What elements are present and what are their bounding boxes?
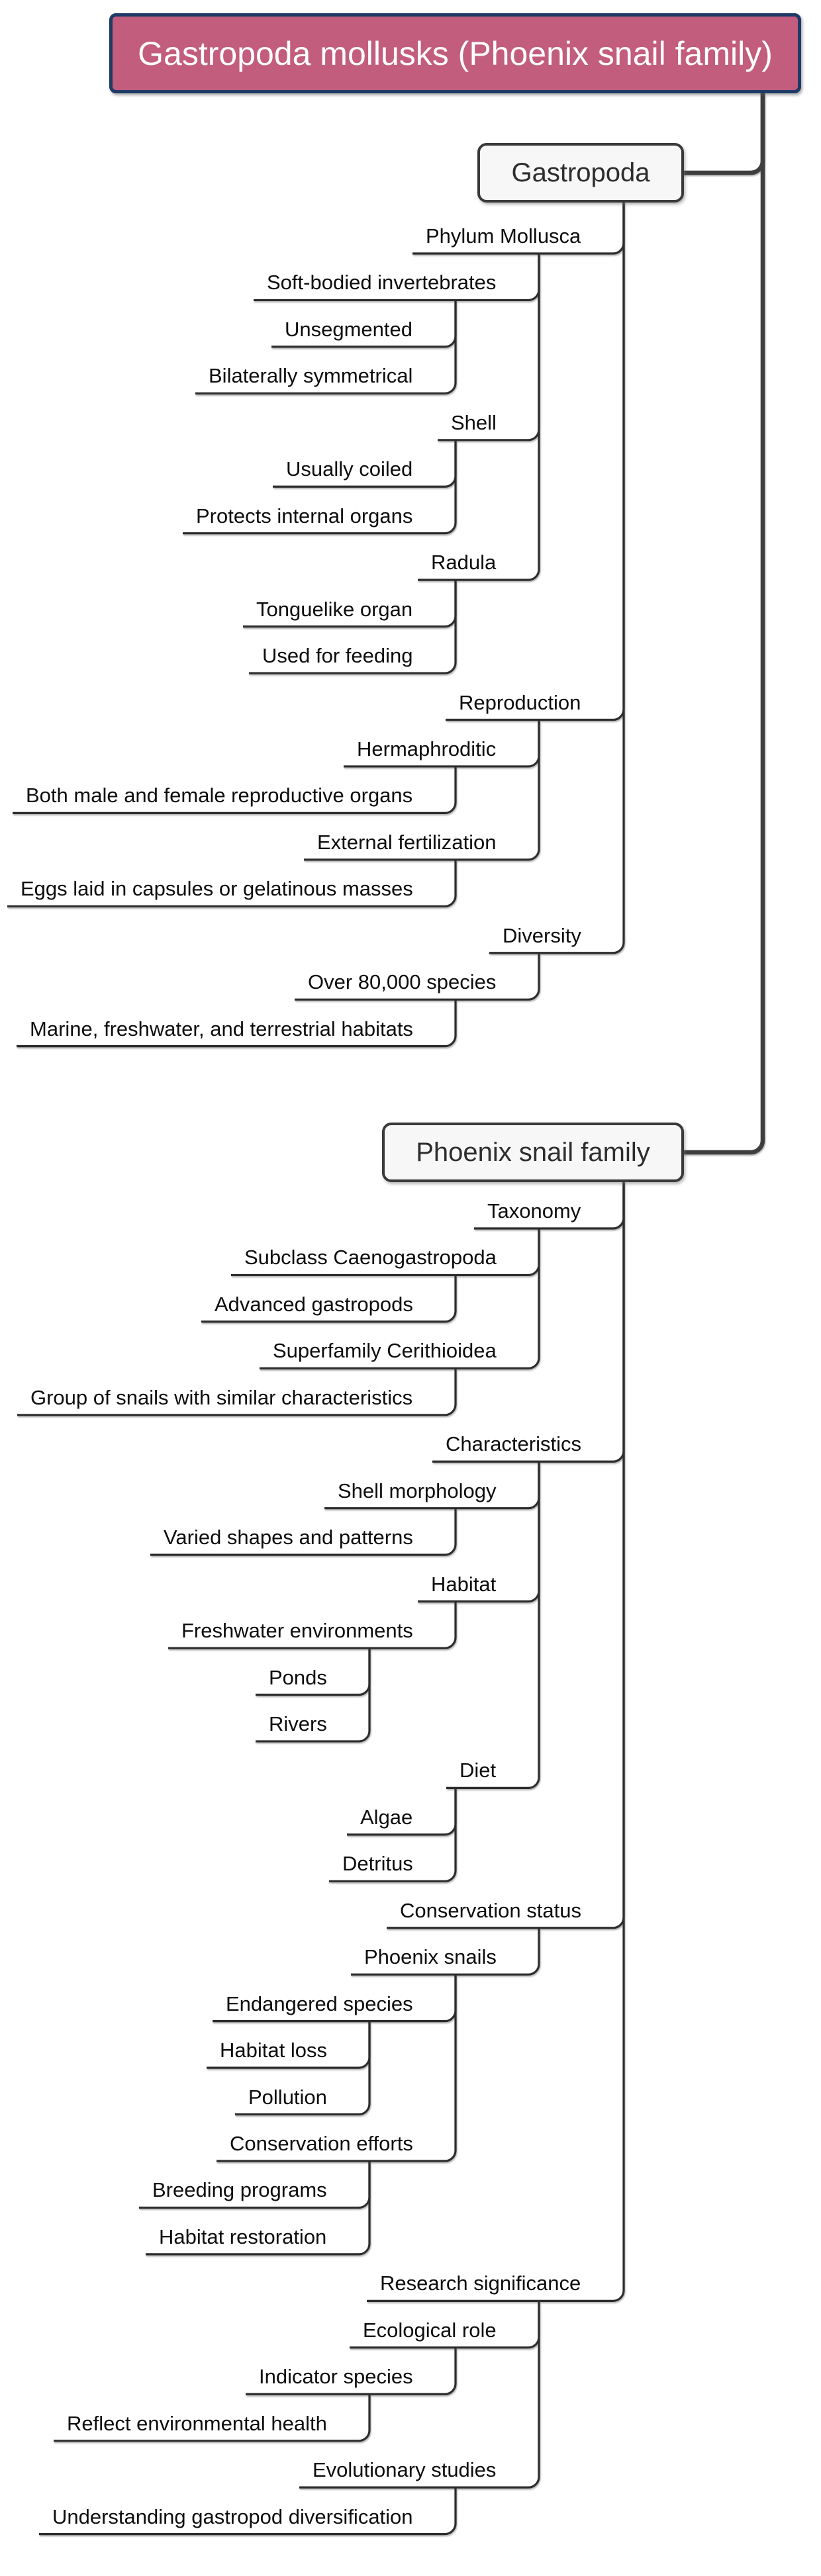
node-ponds[interactable]: Ponds xyxy=(269,1665,327,1689)
node-habitat-loss[interactable]: Habitat loss xyxy=(220,2039,327,2062)
node-algae[interactable]: Algae xyxy=(360,1805,413,1829)
node-root[interactable]: Gastropoda mollusks (Phoenix snail famil… xyxy=(109,13,801,93)
node-diversity[interactable]: Diversity xyxy=(503,923,581,947)
node-marine-freshwater-and-terrestrial-habitats[interactable]: Marine, freshwater, and terrestrial habi… xyxy=(30,1017,413,1040)
node-pollution[interactable]: Pollution xyxy=(248,2085,327,2109)
node-detritus[interactable]: Detritus xyxy=(342,1852,413,1876)
node-eggs-laid-in-capsules-or-gelatinous-masses[interactable]: Eggs laid in capsules or gelatinous mass… xyxy=(21,877,413,901)
node-rivers[interactable]: Rivers xyxy=(269,1712,327,1735)
node-habitat[interactable]: Habitat xyxy=(431,1572,497,1596)
node-evolutionary-studies[interactable]: Evolutionary studies xyxy=(313,2458,497,2482)
node-reflect-environmental-health[interactable]: Reflect environmental health xyxy=(67,2411,327,2435)
node-understanding-gastropod-diversification[interactable]: Understanding gastropod diversification xyxy=(52,2505,413,2528)
node-both-male-and-female-reproductive-organs[interactable]: Both male and female reproductive organs xyxy=(26,784,413,807)
node-diet[interactable]: Diet xyxy=(459,1759,497,1782)
node-advanced-gastropods[interactable]: Advanced gastropods xyxy=(215,1292,413,1316)
node-shell-morphology[interactable]: Shell morphology xyxy=(338,1479,497,1502)
node-unsegmented[interactable]: Unsegmented xyxy=(285,317,413,341)
node-breeding-programs[interactable]: Breeding programs xyxy=(152,2178,327,2202)
node-used-for-feeding[interactable]: Used for feeding xyxy=(262,644,413,668)
node-tonguelike-organ[interactable]: Tonguelike organ xyxy=(256,597,413,621)
node-shell[interactable]: Shell xyxy=(451,410,497,434)
node-conservation-efforts[interactable]: Conservation efforts xyxy=(230,2132,413,2155)
node-habitat-restoration[interactable]: Habitat restoration xyxy=(159,2225,327,2248)
node-bilaterally-symmetrical[interactable]: Bilaterally symmetrical xyxy=(209,364,413,388)
node-over-80-000-species[interactable]: Over 80,000 species xyxy=(308,970,497,994)
node-group-of-snails-with-similar-characteristics[interactable]: Group of snails with similar characteris… xyxy=(30,1385,413,1409)
node-characteristics[interactable]: Characteristics xyxy=(446,1432,581,1456)
node-subclass-caenogastropoda[interactable]: Subclass Caenogastropoda xyxy=(244,1246,497,1269)
node-radula[interactable]: Radula xyxy=(431,551,497,575)
node-protects-internal-organs[interactable]: Protects internal organs xyxy=(196,504,413,528)
node-endangered-species[interactable]: Endangered species xyxy=(226,1992,413,2015)
node-external-fertilization[interactable]: External fertilization xyxy=(317,830,497,854)
root-label: Gastropoda mollusks (Phoenix snail famil… xyxy=(138,34,773,72)
node-indicator-species[interactable]: Indicator species xyxy=(259,2365,413,2389)
node-phoenix-snail-family[interactable]: Phoenix snail family xyxy=(382,1123,684,1182)
node-hermaphroditic[interactable]: Hermaphroditic xyxy=(357,737,497,760)
node-phoenix-snails[interactable]: Phoenix snails xyxy=(364,1945,497,1969)
node-freshwater-environments[interactable]: Freshwater environments xyxy=(181,1619,413,1643)
node-taxonomy[interactable]: Taxonomy xyxy=(487,1199,581,1222)
node-superfamily-cerithioidea[interactable]: Superfamily Cerithioidea xyxy=(273,1339,497,1363)
node-reproduction[interactable]: Reproduction xyxy=(459,690,581,714)
node-soft-bodied-invertebrates[interactable]: Soft-bodied invertebrates xyxy=(267,271,497,295)
node-conservation-status[interactable]: Conservation status xyxy=(400,1898,581,1922)
node-gastropoda[interactable]: Gastropoda xyxy=(477,143,684,203)
node-phylum-mollusca[interactable]: Phylum Mollusca xyxy=(426,224,581,248)
node-ecological-role[interactable]: Ecological role xyxy=(363,2318,497,2342)
node-research-significance[interactable]: Research significance xyxy=(380,2272,581,2295)
node-usually-coiled[interactable]: Usually coiled xyxy=(286,457,413,481)
node-varied-shapes-and-patterns[interactable]: Varied shapes and patterns xyxy=(164,1526,413,1549)
